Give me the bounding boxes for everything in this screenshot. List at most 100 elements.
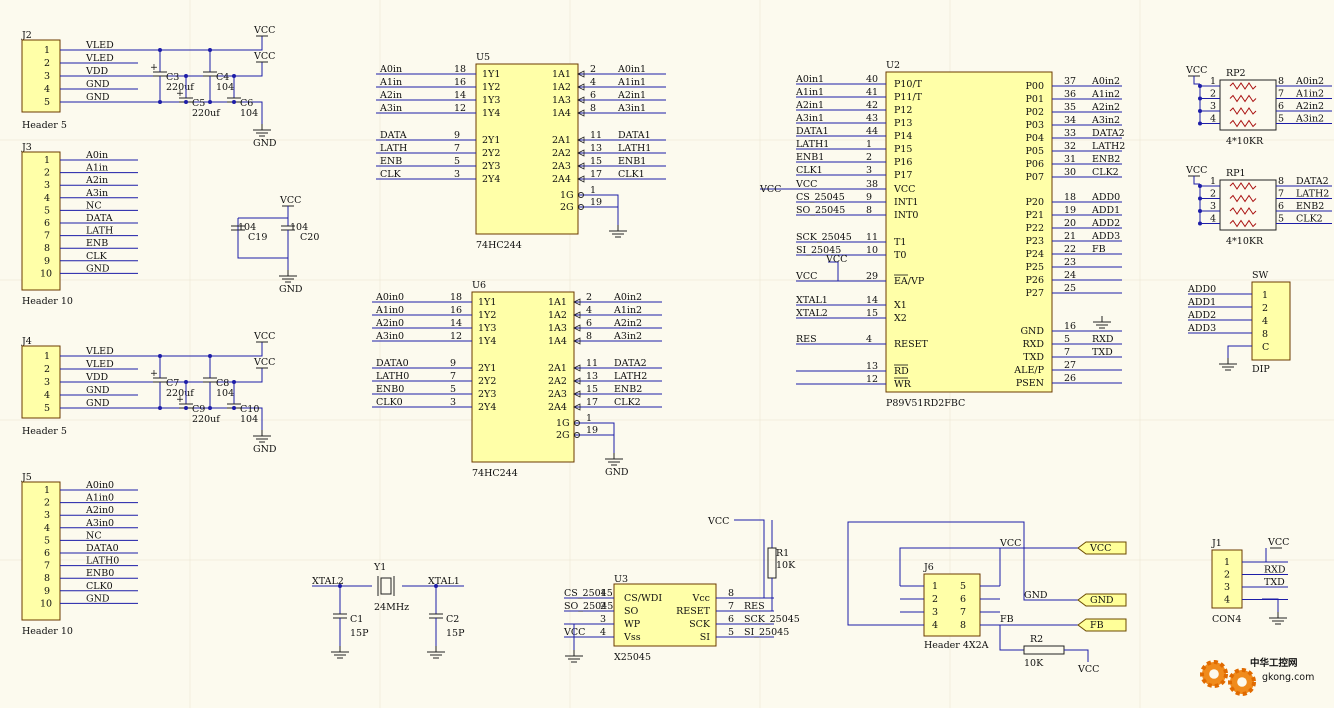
pin-name: 1A2 [552,82,571,93]
pin-number: 9 [44,586,50,597]
ground-label: GND [605,467,629,478]
capacitor [429,613,443,619]
net-label: CLK2 [1296,214,1323,225]
pin-number: 14 [454,90,466,101]
crystal-value: 24MHz [374,602,409,613]
input-arrow [573,298,581,306]
vled-bus [138,342,263,357]
net-label: RES [744,601,765,612]
pin-name: PSEN [1016,378,1044,389]
cap-ref: C7 [166,378,179,389]
pin-name: 2A1 [552,135,571,146]
pin-name: SO [624,606,639,617]
net-label: CLK [380,169,402,180]
rp-value: 4*10KR [1226,236,1264,247]
pin-number: 6 [590,90,596,101]
pin-name: 1A3 [552,95,571,106]
pin-number: 1 [1210,76,1216,87]
ground-symbol: GND [605,453,629,478]
net-label: ENB0 [86,568,114,579]
pin-name: P05 [1026,146,1044,157]
wire [828,261,839,281]
pin-number: 12 [454,103,466,114]
vcc-label: VCC [279,195,301,206]
input-arrow [573,337,581,345]
vcc-symbol: VCC [1267,537,1289,549]
pin-number: 8 [1278,76,1284,87]
pin-number: 43 [866,113,878,124]
cap-value: 104 [238,222,256,233]
net-label: A0in0 [375,292,404,303]
vcc-label: VCC [253,51,275,62]
pin-number: 3 [44,377,50,388]
net-label: LATH0 [86,556,119,567]
crystal-body [380,577,392,595]
pin-number: 2 [1262,303,1268,314]
pin-number: 8 [960,620,966,631]
vcc-symbol: VCC [1185,65,1207,77]
net-label: A3in1 [795,113,824,124]
vcc-symbol: VCC [253,25,275,37]
ground-symbol [565,650,583,663]
net-label: LATH2 [1296,189,1329,200]
net-label: ADD2 [1187,310,1216,321]
net-label: ADD1 [1091,205,1120,216]
net-label: A0in2 [1295,76,1324,87]
net-label: A3in0 [375,331,404,342]
input-arrow [573,311,581,319]
input-arrow [573,377,581,385]
port-label: FB [1090,620,1104,631]
capacitor [333,613,347,619]
resistor-zigzag [1229,82,1257,90]
crystal-ref: Y1 [373,562,386,573]
net-label: ADD0 [1187,284,1216,295]
net-label: ENB2 [1092,154,1120,165]
resistor-ref: R2 [1030,634,1043,645]
vcc-symbol: VCC [253,357,275,369]
ground-label: GND [253,138,277,149]
pin-name: P01 [1026,94,1044,105]
junction-dot [232,100,236,104]
pin-number: 2 [44,58,50,69]
net-label: ENB [380,156,402,167]
cap-polarity: + [150,368,158,379]
rp-body [1219,179,1277,231]
pin-name: 2A3 [552,161,571,172]
pin-name: 2G [560,202,574,213]
pin-number: 3 [1224,582,1230,593]
pin-number: 3 [450,397,456,408]
pin-number: 14 [866,295,878,306]
bubble [574,432,580,438]
watermark-text: 中华工控网 [1250,657,1298,669]
pin-number: 21 [1064,231,1076,242]
rp-value: 4*10KR [1226,136,1264,147]
pin-name: 1Y4 [482,108,500,119]
pin-name: 1A1 [552,69,571,80]
pin-name: X1 [894,300,907,311]
net-label: RES [796,334,817,345]
wire [600,194,619,225]
net-label: A2in2 [1295,101,1324,112]
net-label: A1in2 [613,305,642,316]
pin-number: 32 [1064,141,1076,152]
ground-symbol: GND [253,124,277,149]
junction-dot [208,406,212,410]
pin-number: 2 [44,364,50,375]
pin-name: P07 [1026,172,1044,183]
pin-name: P27 [1026,288,1044,299]
net-label: LATH0 [376,371,409,382]
vcc-symbol: VCC [253,331,275,343]
net-label: CLK1 [796,165,823,176]
net-label: SI_25045 [744,627,789,638]
gear-hub [1209,669,1219,679]
wire [596,422,615,453]
pin-number: 11 [590,130,602,141]
resistor-zigzag [1229,182,1257,190]
junction-dot [208,354,212,358]
input-arrow [577,162,585,170]
net-label: A1in1 [617,77,646,88]
cap-ref: C4 [216,72,229,83]
